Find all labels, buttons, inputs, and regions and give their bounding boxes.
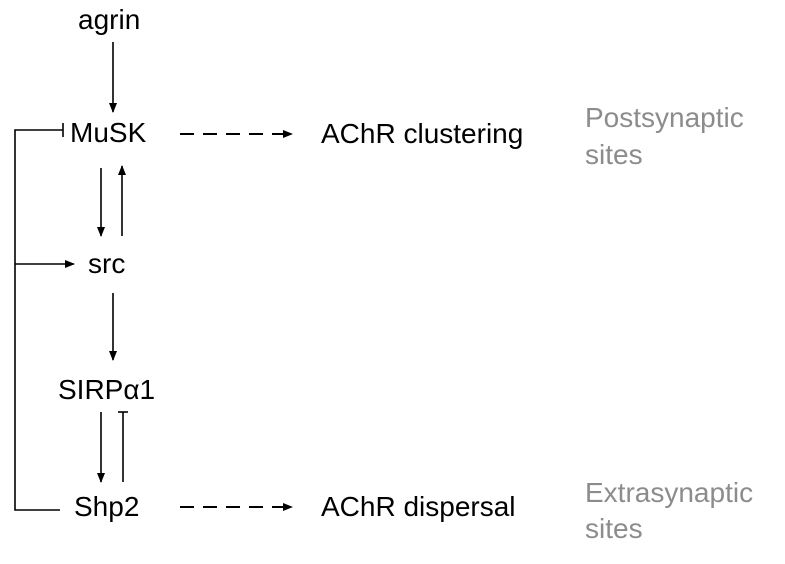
extrasynaptic-sites-line1: Extrasynaptic [585,477,754,508]
node-musk: MuSK [70,117,147,148]
node-sirpa1: SIRPα1 [58,374,156,405]
postsynaptic-sites-line2: sites [585,139,643,170]
extrasynaptic-sites-line2: sites [585,513,643,544]
node-src: src [88,248,126,279]
outcome-achr-clustering: AChR clustering [321,118,524,149]
feedback-loop-line [14,129,63,511]
node-agrin: agrin [78,4,141,35]
outcome-achr-dispersal: AChR dispersal [321,491,516,522]
node-shp2: Shp2 [74,491,140,522]
postsynaptic-sites-line1: Postsynaptic [585,102,744,133]
